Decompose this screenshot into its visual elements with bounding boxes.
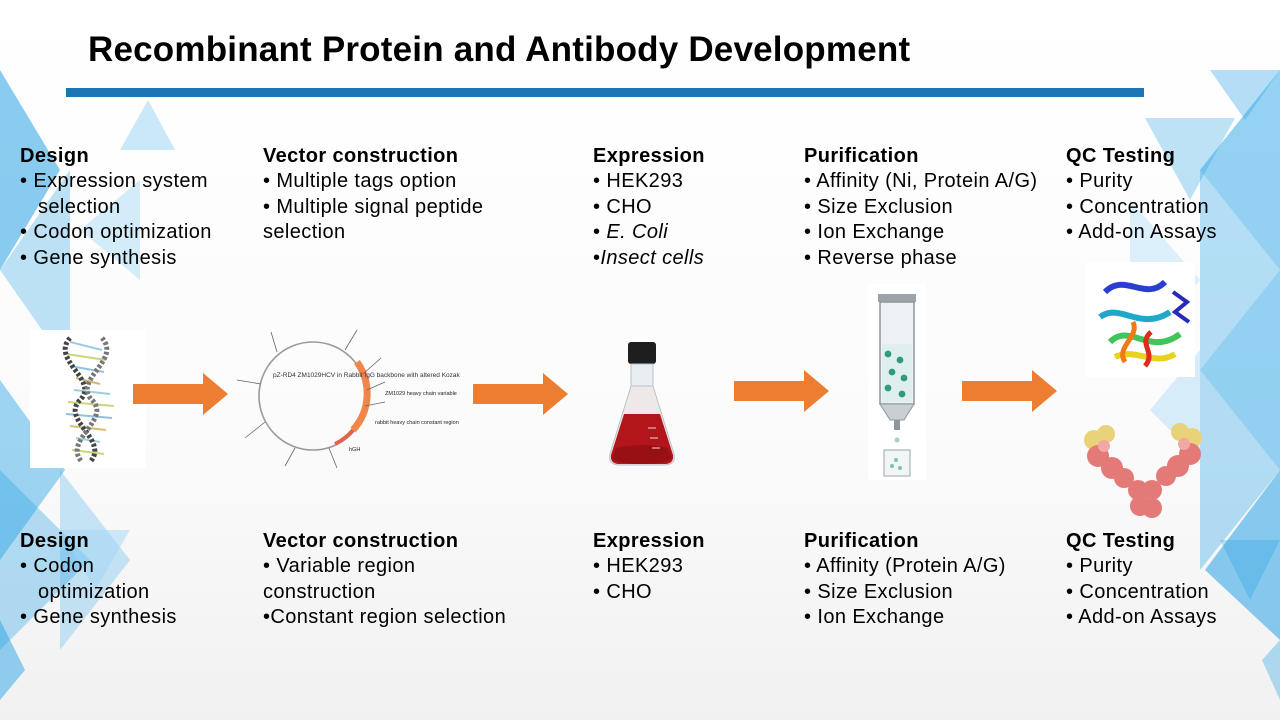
bullet: • xyxy=(593,221,607,243)
protein-structure-image xyxy=(1085,262,1195,377)
protein-vector-block: Vector construction • Multiple tags opti… xyxy=(263,143,513,246)
insect-cells-label: Insect cells xyxy=(600,246,705,269)
antibody-expression-item: • CHO xyxy=(593,580,653,603)
antibody-vector-heading: Vector construction xyxy=(263,530,459,552)
antibody-qc-item: • Add-on Assays xyxy=(1066,606,1217,628)
antibody-purification-item: • Ion Exchange xyxy=(804,606,945,628)
antibody-purification-block: Purification • Affinity (Protein A/G) • … xyxy=(804,528,1044,631)
plasmid-feature-label: ZM1029 heavy chain variable xyxy=(385,391,457,397)
flask-image xyxy=(609,342,675,466)
protein-purification-item: • Ion Exchange xyxy=(804,221,945,243)
protein-expression-heading: Expression xyxy=(593,145,705,167)
protein-expression-item: • CHO xyxy=(593,195,653,218)
protein-vector-item: • Multiple tags option xyxy=(263,170,457,192)
protein-qc-item: • Concentration xyxy=(1066,195,1210,218)
protein-purification-heading: Purification xyxy=(804,145,919,167)
protein-design-item: • Expression system xyxy=(20,170,208,192)
protein-purification-item: • Size Exclusion xyxy=(804,195,954,218)
slide-title: Recombinant Protein and Antibody Develop… xyxy=(88,30,911,69)
antibody-expression-block: Expression • HEK293 • CHO xyxy=(593,528,753,605)
protein-qc-item: • Add-on Assays xyxy=(1066,221,1217,243)
antibody-expression-item: • HEK293 xyxy=(593,555,684,577)
protein-expression-item: •Insect cells xyxy=(593,246,753,272)
protein-design-item: selection xyxy=(38,195,121,218)
antibody-vector-item: •Constant region selection xyxy=(263,606,507,628)
plasmid-map-image: pZ-RD4 ZM1029HCV in Rabbit IgG backbone … xyxy=(236,329,461,469)
protein-purification-item: • Reverse phase xyxy=(804,246,958,269)
protein-vector-item: • Multiple signal peptide xyxy=(263,195,484,218)
antibody-qc-block: QC Testing • Purity • Concentration • Ad… xyxy=(1066,528,1246,631)
antibody-expression-heading: Expression xyxy=(593,530,705,552)
process-arrow xyxy=(962,370,1057,412)
antibody-qc-item: • Concentration xyxy=(1066,580,1210,603)
protein-expression-block: Expression • HEK293 • CHO • E. Coli •Ins… xyxy=(593,143,753,271)
antibody-qc-heading: QC Testing xyxy=(1066,530,1176,552)
protein-design-item: • Gene synthesis xyxy=(20,246,177,269)
dna-helix-image xyxy=(30,330,146,468)
antibody-design-item: • Codon xyxy=(20,555,95,577)
antibody-design-block: Design • Codon optimization • Gene synth… xyxy=(20,528,220,631)
process-arrow xyxy=(473,373,568,415)
antibody-vector-item: • Variable region xyxy=(263,555,416,577)
antibody-purification-item: • Affinity (Protein A/G) xyxy=(804,555,1006,577)
chromatography-column-image xyxy=(868,284,926,480)
plasmid-feature-label: hGH xyxy=(349,447,360,453)
protein-design-block: Design • Expression system selection • C… xyxy=(20,143,250,271)
protein-expression-item: • HEK293 xyxy=(593,170,684,192)
antibody-design-item: optimization xyxy=(38,580,150,603)
protein-design-heading: Design xyxy=(20,145,90,167)
title-underline xyxy=(66,88,1144,97)
plasmid-name-label: pZ-RD4 ZM1029HCV in Rabbit IgG backbone … xyxy=(273,372,461,379)
protein-design-item: • Codon optimization xyxy=(20,221,212,243)
antibody-purification-item: • Size Exclusion xyxy=(804,580,954,603)
process-arrow xyxy=(133,373,228,415)
protein-vector-item: selection xyxy=(263,221,346,243)
protein-purification-item: • Affinity (Ni, Protein A/G) xyxy=(804,170,1038,192)
antibody-vector-item: construction xyxy=(263,580,376,603)
ecoli-label: E. Coli xyxy=(606,221,669,243)
antibody-design-item: • Gene synthesis xyxy=(20,606,177,628)
antibody-structure-image xyxy=(1084,423,1202,518)
protein-qc-item: • Purity xyxy=(1066,170,1133,192)
antibody-design-heading: Design xyxy=(20,530,90,552)
plasmid-feature-label: rabbit heavy chain constant region xyxy=(375,420,459,426)
protein-purification-block: Purification • Affinity (Ni, Protein A/G… xyxy=(804,143,1054,271)
antibody-vector-block: Vector construction • Variable region co… xyxy=(263,528,533,631)
process-arrow xyxy=(734,370,829,412)
protein-vector-heading: Vector construction xyxy=(263,145,459,167)
protein-qc-block: QC Testing • Purity • Concentration • Ad… xyxy=(1066,143,1246,246)
protein-expression-item: • E. Coli xyxy=(593,220,753,246)
bullet: • xyxy=(593,246,601,269)
antibody-purification-heading: Purification xyxy=(804,530,919,552)
antibody-qc-item: • Purity xyxy=(1066,555,1133,577)
protein-qc-heading: QC Testing xyxy=(1066,145,1176,167)
